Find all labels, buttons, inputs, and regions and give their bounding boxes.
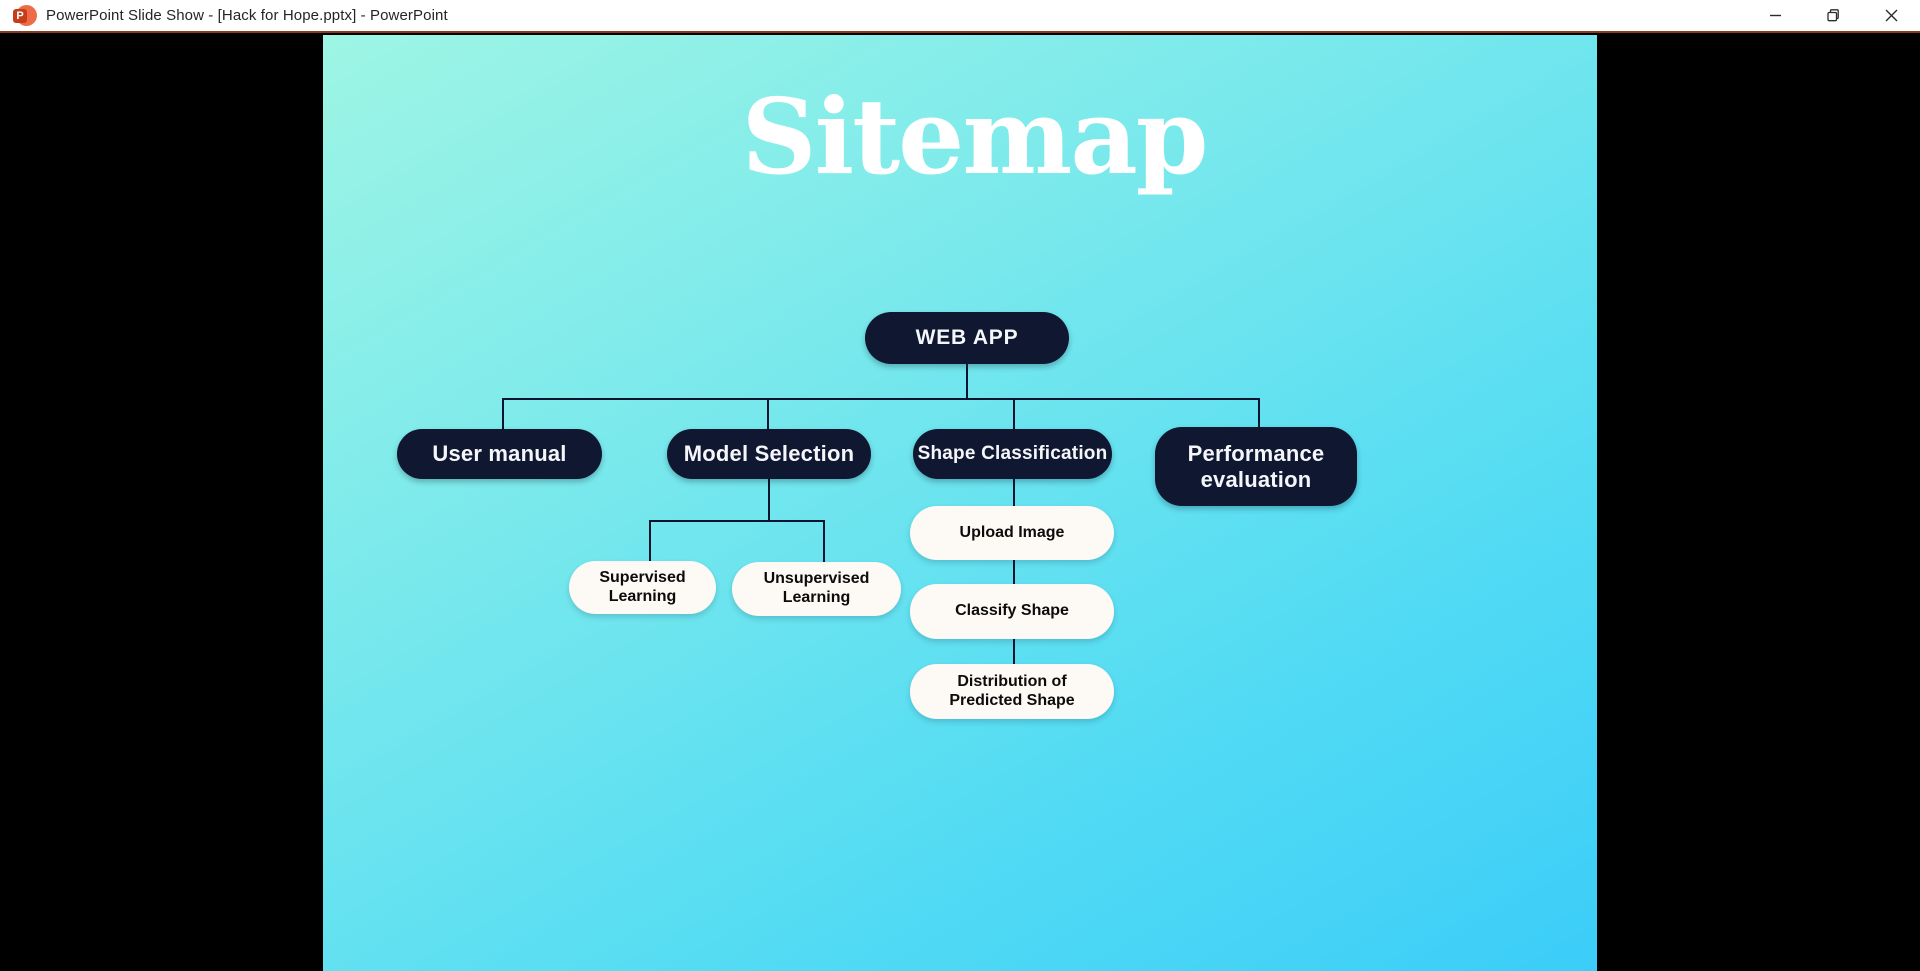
connector-classify-to-distribution [1013, 639, 1015, 664]
connector-drop-model-selection [767, 398, 769, 429]
connector-shape-to-upload [1013, 479, 1015, 506]
connector-level1-bar [502, 398, 1259, 400]
node-distribution-of-predicted-shape: Distribution of Predicted Shape [910, 664, 1114, 719]
minimize-icon [1769, 14, 1781, 17]
node-shape-classification: Shape Classification [913, 429, 1112, 479]
node-unsupervised-learning: Unsupervised Learning [732, 562, 901, 616]
connector-drop-supervised [649, 520, 651, 561]
connector-drop-shape-classification [1013, 398, 1015, 429]
connector-level2-bar [649, 520, 824, 522]
connector-upload-to-classify [1013, 560, 1015, 584]
connector-root-drop [966, 364, 968, 398]
slideshow-screen: Sitemap WEB APP User manual Model Select… [0, 35, 1920, 971]
connector-drop-unsupervised [823, 520, 825, 562]
node-supervised-learning: Supervised Learning [569, 561, 716, 614]
slide-canvas[interactable]: Sitemap WEB APP User manual Model Select… [323, 35, 1597, 971]
node-user-manual: User manual [397, 429, 602, 479]
node-classify-shape: Classify Shape [910, 584, 1114, 639]
restore-button[interactable] [1804, 0, 1862, 31]
node-web-app: WEB APP [865, 312, 1069, 364]
close-button[interactable] [1862, 0, 1920, 31]
connector-drop-performance-evaluation [1258, 398, 1260, 427]
slide-title: Sitemap [741, 75, 1209, 198]
powerpoint-icon-badge: P [13, 8, 27, 23]
close-icon [1885, 9, 1897, 22]
powerpoint-icon: P [13, 4, 37, 28]
window-controls [1746, 0, 1920, 31]
node-upload-image: Upload Image [910, 506, 1114, 560]
window-titlebar[interactable]: P PowerPoint Slide Show - [Hack for Hope… [0, 0, 1920, 33]
restore-icon [1826, 9, 1839, 22]
minimize-button[interactable] [1746, 0, 1804, 31]
connector-model-selection-drop [768, 479, 770, 520]
node-model-selection: Model Selection [667, 429, 871, 479]
connector-drop-user-manual [502, 398, 504, 429]
node-performance-evaluation: Performance evaluation [1155, 427, 1357, 506]
window-title: PowerPoint Slide Show - [Hack for Hope.p… [46, 7, 448, 24]
